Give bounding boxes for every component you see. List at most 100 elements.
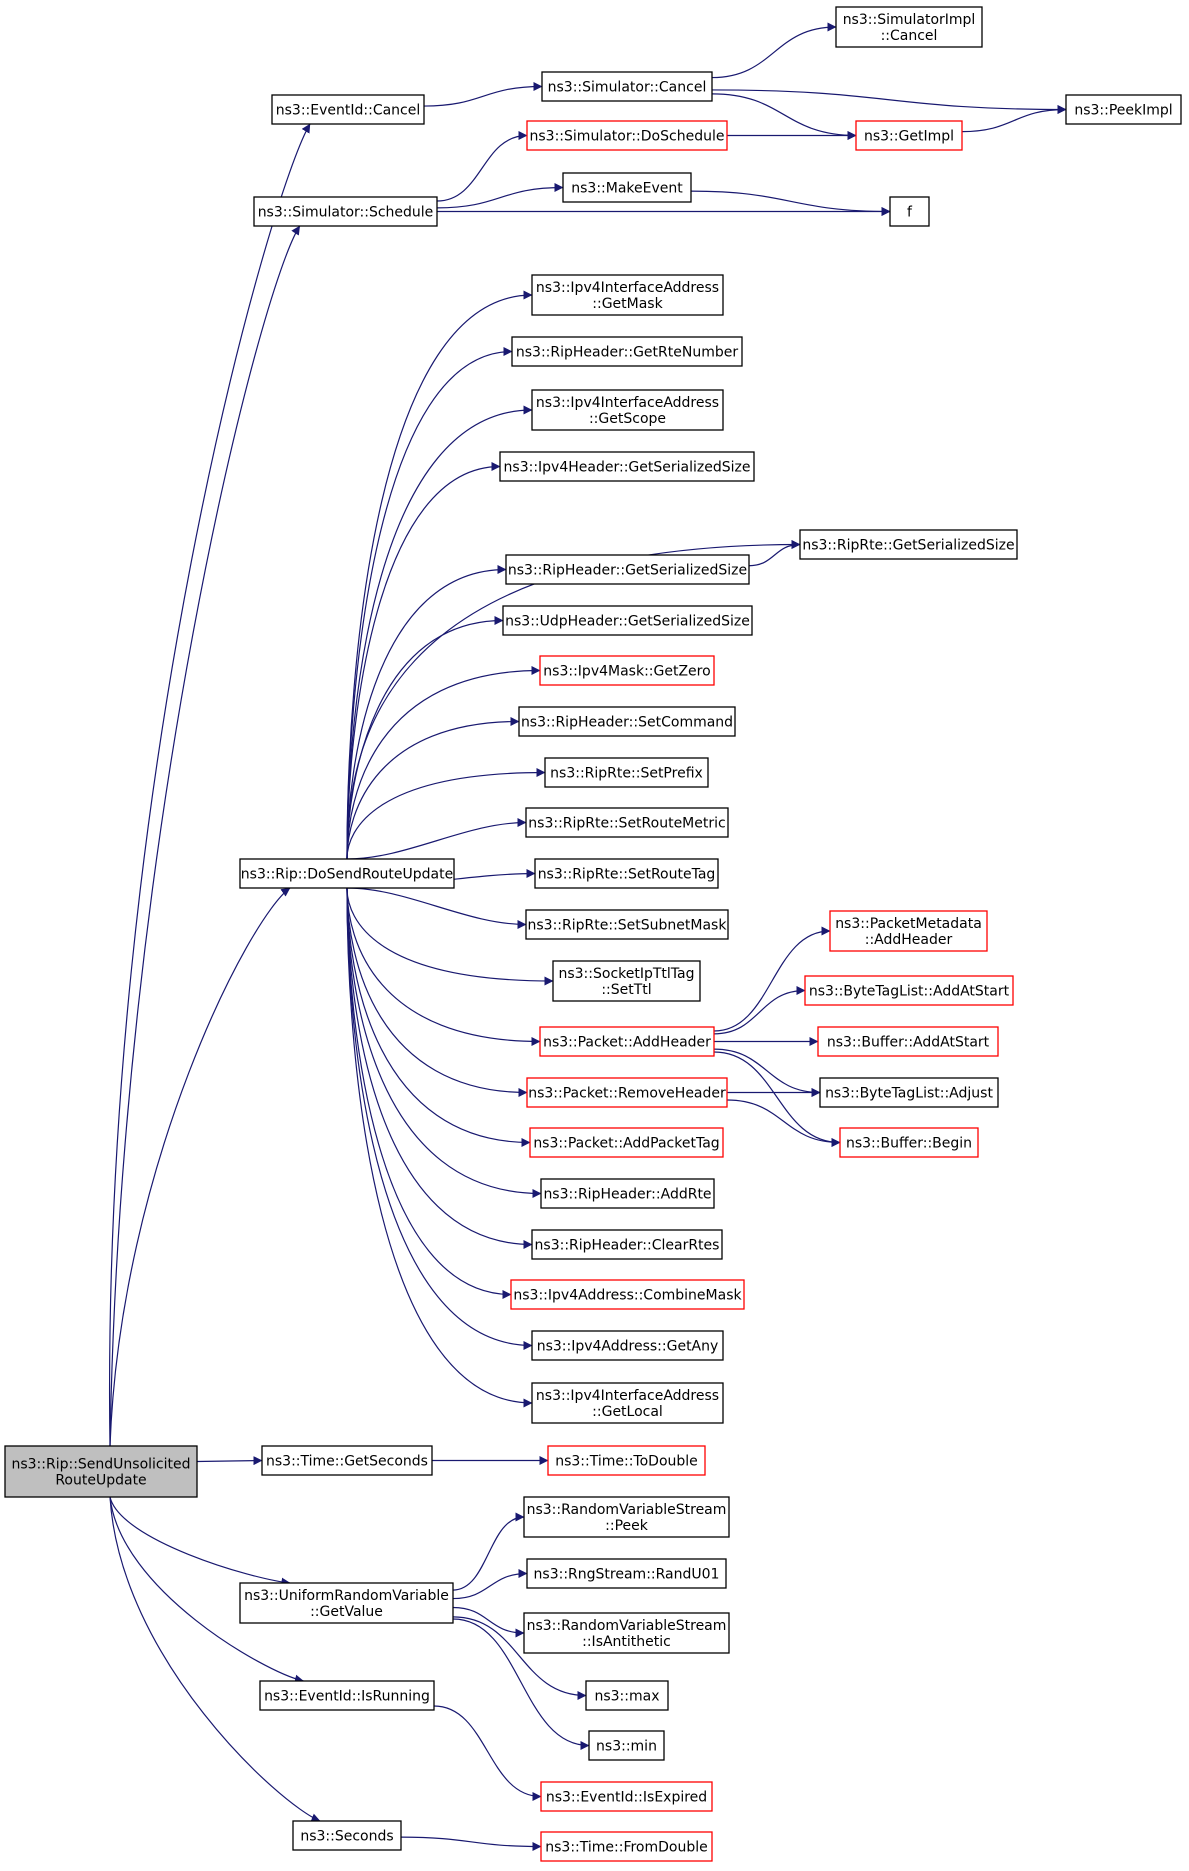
call-edge-dosend-to-setsubnetmask [346,887,527,929]
node-box [239,858,455,889]
node-label: ns3::Packet::AddPacketTag [533,1136,719,1152]
call-edge-dosend-to-addpackettag [346,887,531,1147]
node-label: ns3::RipRte::SetSubnetMask [528,918,728,934]
function-node-removeheader[interactable]: ns3::Packet::RemoveHeader [526,1077,728,1108]
function-node-getzero[interactable]: ns3::Ipv4Mask::GetZero [539,655,715,686]
function-node-setttl[interactable]: ns3::SocketIpTtlTag::SetTtl [552,960,701,1002]
function-node-btladdatstart[interactable]: ns3::ByteTagList::AddAtStart [804,975,1014,1006]
function-node-getimpl[interactable]: ns3::GetImpl [855,120,963,151]
function-node-schedule[interactable]: ns3::Simulator::Schedule [253,196,438,227]
function-node-f[interactable]: f [889,196,930,227]
function-node-todouble[interactable]: ns3::Time::ToDouble [547,1445,706,1476]
node-label: ns3::EventId::Cancel [276,103,421,119]
call-edge-riphdrsize-to-riprtesize [748,540,801,567]
function-node-ipv4hdrsize[interactable]: ns3::Ipv4Header::GetSerializedSize [499,451,755,482]
node-box [804,975,1014,1006]
call-edge-dosend-to-combinemask [346,887,512,1299]
function-node-bufbegin[interactable]: ns3::Buffer::Begin [839,1127,979,1158]
function-node-setroutemetric[interactable]: ns3::RipRte::SetRouteMetric [525,807,729,838]
node-box [540,1831,713,1862]
node-box [562,172,692,203]
call-edge-dosend-to-getzero [346,666,541,860]
function-node-doschedule[interactable]: ns3::Simulator::DoSchedule [526,120,728,151]
node-label: f [907,205,913,221]
function-node-simimplcancel[interactable]: ns3::SimulatorImpl::Cancel [835,6,983,48]
node-box [525,807,729,838]
function-node-fromdouble[interactable]: ns3::Time::FromDouble [540,1831,713,1862]
function-node-urvgetvalue[interactable]: ns3::UniformRandomVariable::GetValue [239,1582,454,1624]
function-node-rvspeek[interactable]: ns3::RandomVariableStream::Peek [523,1496,730,1538]
function-node-getlocal[interactable]: ns3::Ipv4InterfaceAddress::GetLocal [531,1382,724,1424]
function-node-btladjust[interactable]: ns3::ByteTagList::Adjust [819,1077,999,1108]
function-node-getany[interactable]: ns3::Ipv4Address::GetAny [531,1330,724,1361]
node-box [271,94,425,125]
function-node-pmaddheader[interactable]: ns3::PacketMetadata::AddHeader [829,910,988,952]
node-label: ns3::Ipv4Mask::GetZero [543,664,710,680]
function-node-evcancel[interactable]: ns3::EventId::Cancel [271,94,425,125]
function-nodes: ns3::Rip::SendUnsolicitedRouteUpdatens3:… [4,6,1182,1862]
function-node-getmask[interactable]: ns3::Ipv4InterfaceAddress::GetMask [531,274,724,316]
node-box [540,1178,715,1209]
function-node-max[interactable]: ns3::max [585,1680,669,1711]
function-node-addrte[interactable]: ns3::RipHeader::AddRte [540,1178,715,1209]
function-node-getseconds[interactable]: ns3::Time::GetSeconds [261,1445,433,1476]
call-edge-addheader-to-btladjust [713,1048,821,1097]
call-edge-dosend-to-setcommand [346,717,520,860]
node-box [523,1612,730,1654]
call-edge-dosend-to-getlocal [346,887,533,1408]
call-edge-getimpl-to-peekimpl [961,105,1067,133]
function-node-isantithetic[interactable]: ns3::RandomVariableStream::IsAntithetic [523,1612,730,1654]
function-node-makeevent[interactable]: ns3::MakeEvent [562,172,692,203]
function-node-getscope[interactable]: ns3::Ipv4InterfaceAddress::GetScope [531,389,724,431]
function-node-combinemask[interactable]: ns3::Ipv4Address::CombineMask [510,1279,745,1310]
function-node-isrunning[interactable]: ns3::EventId::IsRunning [259,1680,435,1711]
node-box [518,706,736,737]
function-node-udphdrsize[interactable]: ns3::UdpHeader::GetSerializedSize [502,605,753,636]
function-node-setprefix[interactable]: ns3::RipRte::SetPrefix [544,757,709,788]
call-edge-dosend-to-ipv4hdrsize [346,462,501,860]
function-node-min[interactable]: ns3::min [588,1730,665,1761]
node-box [259,1680,435,1711]
node-box [541,71,713,102]
function-node-setcommand[interactable]: ns3::RipHeader::SetCommand [518,706,736,737]
function-node-seconds[interactable]: ns3::Seconds [292,1820,402,1851]
function-node-setsubnetmask[interactable]: ns3::RipRte::SetSubnetMask [525,909,729,940]
function-node-peekimpl[interactable]: ns3::PeekImpl [1065,94,1182,125]
function-node-riphdrsize[interactable]: ns3::RipHeader::GetSerializedSize [505,554,750,585]
function-node-setroutetag[interactable]: ns3::RipRte::SetRouteTag [534,858,719,889]
call-edge-addheader-to-pmaddheader [713,926,831,1032]
node-label: ::Cancel [881,28,938,44]
node-label: ns3::RipHeader::GetSerializedSize [508,563,747,579]
node-box [510,1279,745,1310]
function-node-bufaddatstart[interactable]: ns3::Buffer::AddAtStart [817,1026,999,1057]
node-box [539,655,715,686]
node-box [889,196,930,227]
function-node-isexpired[interactable]: ns3::EventId::IsExpired [540,1781,713,1812]
function-node-riprtesize[interactable]: ns3::RipRte::GetSerializedSize [799,529,1018,560]
call-edge-root-to-seconds [109,1496,321,1822]
call-edge-simcancel-to-peekimpl [711,89,1067,114]
node-label: ns3::ByteTagList::AddAtStart [809,984,1010,1000]
node-box [540,1781,713,1812]
function-node-addheader[interactable]: ns3::Packet::AddHeader [539,1026,715,1057]
function-node-clearrtes[interactable]: ns3::RipHeader::ClearRtes [531,1229,723,1260]
node-label: ns3::Simulator::Schedule [258,205,434,221]
node-label: ::GetMask [592,296,663,312]
node-label: ::GetScope [589,411,666,427]
node-label: ns3::Rip::DoSendRouteUpdate [241,867,453,883]
node-label: ns3::Ipv4Address::GetAny [537,1339,719,1355]
call-edge-simcancel-to-simimplcancel [711,22,837,79]
function-node-getrtenumber[interactable]: ns3::RipHeader::GetRteNumber [511,336,743,367]
function-node-randu01[interactable]: ns3::RngStream::RandU01 [526,1558,727,1589]
function-node-dosend[interactable]: ns3::Rip::DoSendRouteUpdate [239,858,455,889]
node-label: RouteUpdate [55,1473,146,1489]
call-edge-dosend-to-addheader [346,887,541,1046]
call-edge-root-to-dosend [109,887,291,1447]
node-box [529,1127,724,1158]
call-edge-schedule-to-doschedule [436,131,528,202]
function-node-addpackettag[interactable]: ns3::Packet::AddPacketTag [529,1127,724,1158]
function-node-simcancel[interactable]: ns3::Simulator::Cancel [541,71,713,102]
node-label: ns3::min [596,1739,657,1755]
node-box [531,389,724,431]
